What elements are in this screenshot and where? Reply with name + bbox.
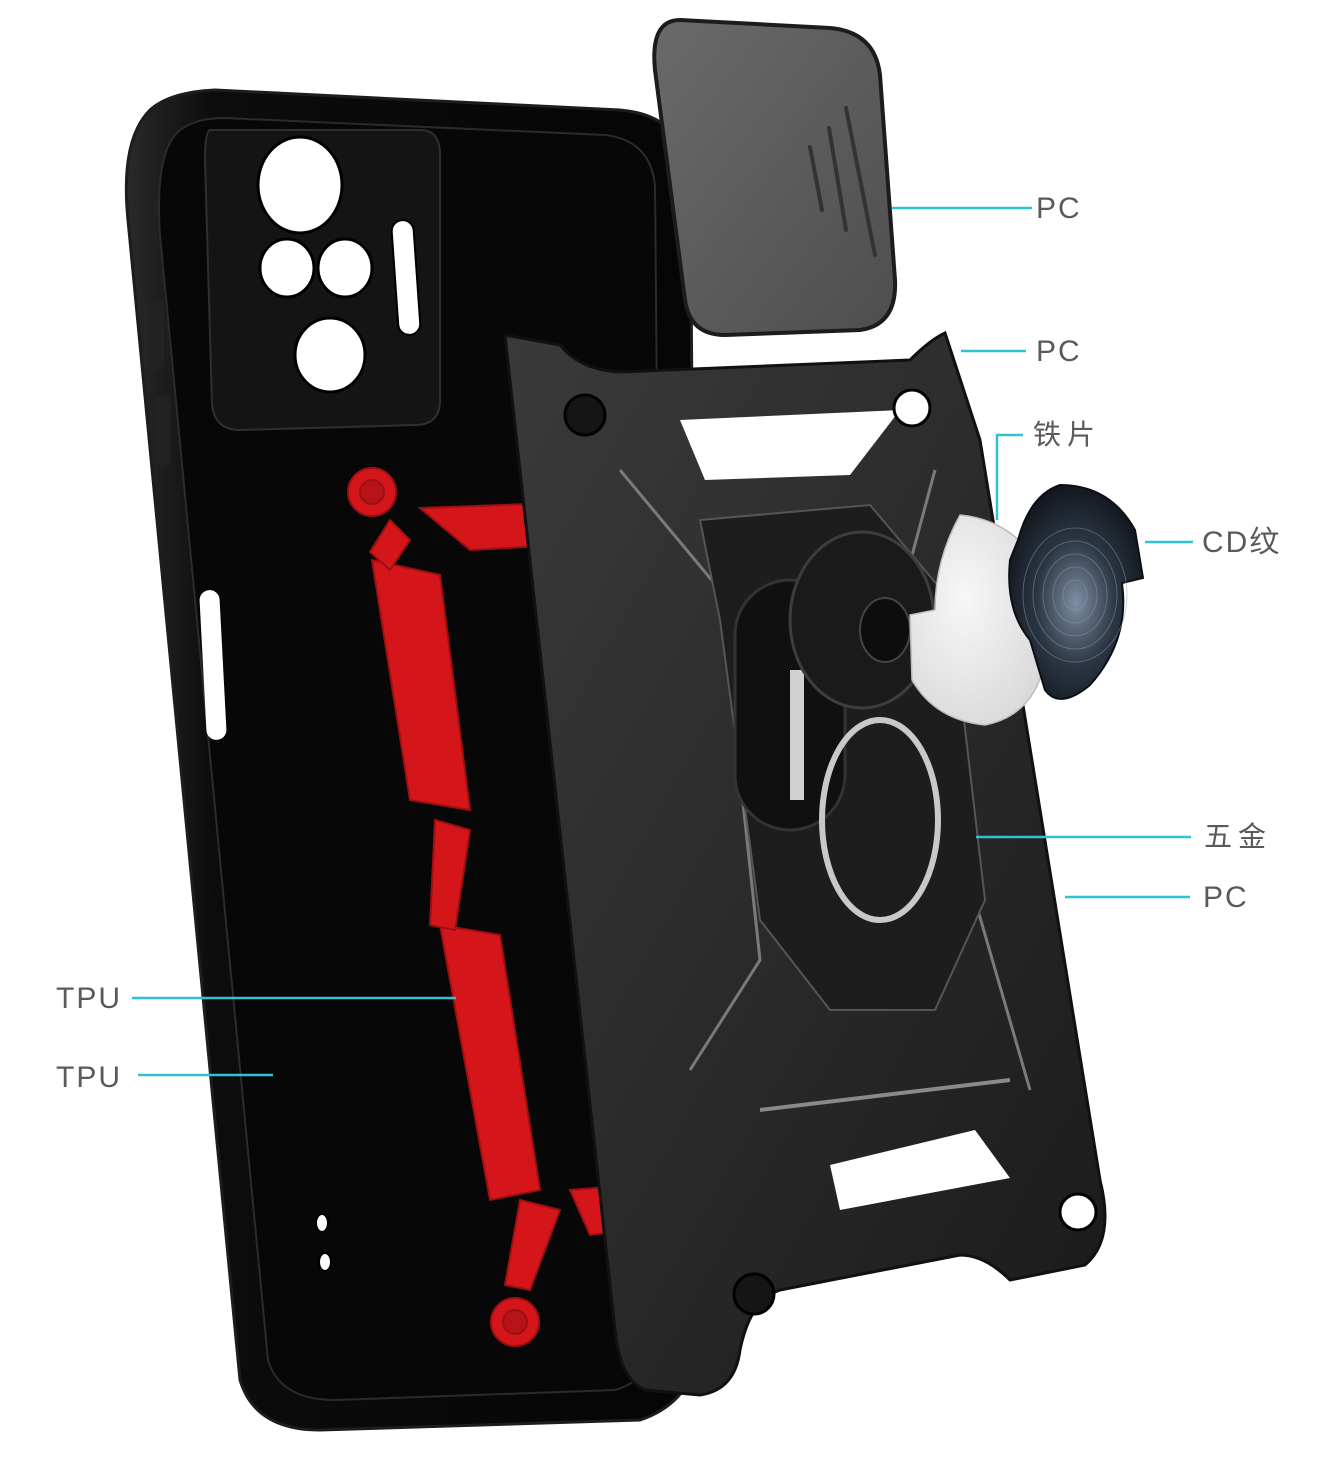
slider-grip-3 (844, 106, 877, 257)
camera-module (203, 129, 441, 432)
side-button-volume-down (155, 395, 171, 465)
callout-label-inner-tpu: TPU (56, 982, 122, 1015)
callout-label-iron-plate: 铁片 (1033, 418, 1102, 451)
frame-hole-bottom-right (1058, 1192, 1098, 1232)
leader-iron-plate (995, 433, 1023, 520)
callout-label-hardware: 五金 (1204, 820, 1273, 853)
camera-cutout-bottom (293, 316, 367, 394)
camera-cutout-small-2 (316, 237, 374, 299)
frame-top-window (680, 410, 900, 480)
flash-cutout (390, 219, 422, 336)
camera-slider (652, 17, 898, 338)
callout-label-camera-slider: PC (1036, 192, 1082, 225)
callout-label-bracket-top: PC (1036, 335, 1082, 368)
callout-lines (132, 206, 1193, 1077)
side-cutout (199, 590, 227, 740)
cd-pattern-disc (1008, 483, 1145, 700)
callout-label-outer-tpu: TPU (56, 1061, 122, 1094)
callout-label-cd-pattern: CD纹 (1202, 526, 1282, 559)
camera-cutout-main (256, 135, 344, 235)
frame-hole-top-right (892, 388, 932, 428)
frame-hole-top-left (563, 393, 607, 437)
frame-hole-bottom-left (732, 1272, 776, 1316)
metal-ring (819, 717, 941, 923)
frame-bottom-window (830, 1130, 1010, 1210)
slider-grip-2 (827, 126, 848, 232)
callout-label-bracket-frame: PC (1203, 881, 1249, 914)
side-button-volume-up (148, 300, 164, 370)
ring-hardware (733, 530, 941, 923)
mic-hole-2 (318, 1252, 332, 1272)
mic-hole-1 (315, 1213, 329, 1233)
slider-grip-1 (808, 145, 824, 212)
camera-cutout-small-1 (258, 237, 316, 299)
